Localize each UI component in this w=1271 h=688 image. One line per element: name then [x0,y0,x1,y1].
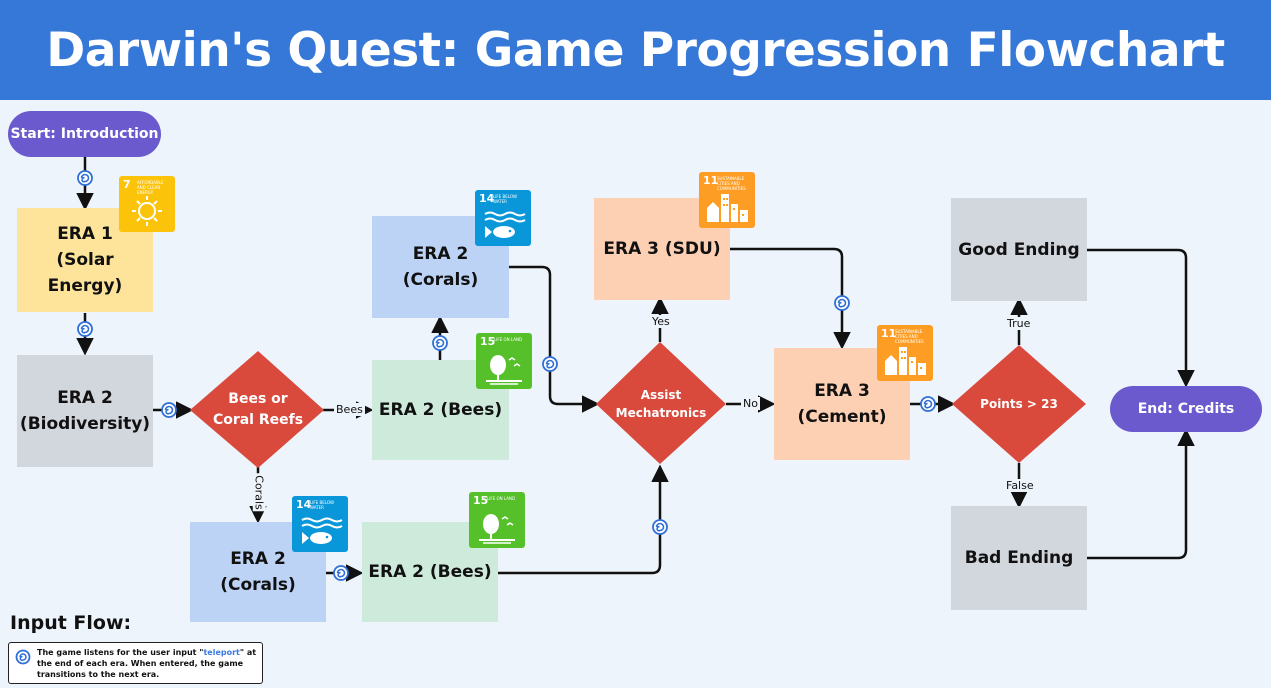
teleport-icon [432,335,448,351]
sdg-badge: 11 Sustainable cities and communities [877,325,933,381]
edge-label-true: True [1005,317,1033,330]
sdg-text: Affordable and clean energy [137,180,164,195]
teleport-icon [333,565,349,581]
sdg-text: Life below water [493,194,517,204]
era3-cement-subtitle: (Cement) [797,407,887,427]
decision-assist-shape [596,342,726,464]
teleport-icon [542,356,558,372]
edge-label-no: No [741,397,760,410]
good-ending-label: Good Ending [958,239,1080,260]
decision-assist-line1: Assist [640,388,682,402]
legend-title: Input Flow: [10,612,132,634]
start-label: Start: Introduction [10,126,159,142]
sdg-number: 15 [473,494,489,507]
sdg-number: 15 [480,335,496,348]
legend-keyword: teleport [203,648,240,657]
teleport-icon [77,321,93,337]
header-banner: Darwin's Quest: Game Progression Flowcha… [0,0,1271,100]
sdg-badge: 14 Life below water [292,496,348,552]
decision-assist-mechatronics: Assist Mechatronics [605,384,717,424]
edge-good-end [1087,248,1195,388]
teleport-icon [834,295,850,311]
era2-bio-title: ERA 2 [57,388,113,408]
sun-icon [132,196,162,226]
sdg-badge: 14 Life below water [475,190,531,246]
era2-corals-bottom-label: ERA 2 (Corals) [220,549,296,595]
legend-text-after: " at the end of each era. When entered, … [37,648,257,679]
sdg-text: Life below water [310,500,334,510]
legend-text-before: The game listens for the user input " [37,648,204,657]
teleport-icon [161,402,177,418]
sdg-badge: 15 Life on land [469,492,525,548]
sdg-number: 14 [479,192,495,205]
decision-bees-line1: Bees or [228,391,288,407]
flowchart-connectors [76,157,1195,582]
sdg-badge: 11 Sustainable cities and communities [699,172,755,228]
decision-bees-line2: Coral Reefs [212,412,304,428]
tree-icon [479,514,515,544]
decision-points-shape [952,345,1086,463]
good-ending-node: Good Ending [951,198,1087,301]
city-icon [707,194,748,222]
teleport-icon [77,170,93,186]
edge-corals-top-assist [509,265,600,413]
end-label: End: Credits [1137,401,1235,417]
decision-bees-or-corals-shape [190,351,324,468]
era3-cement-title: ERA 3 [814,381,870,401]
decision-points-label: Points > 23 [980,397,1058,411]
decision-points: Points > 23 [964,394,1074,414]
edge-bad-end [1087,428,1195,560]
teleport-icon [920,396,936,412]
sdg-badge: 15 Life on land [476,333,532,389]
era1-subtitle: (Solar Energy) [47,250,123,296]
teleport-icon [652,519,668,535]
legend-box: The game listens for the user input "tel… [8,642,263,684]
sdg-text: Life on land [494,337,523,342]
edge-label-false: False [1004,479,1036,492]
era2-corals-top-label: ERA 2 (Corals) [402,244,479,290]
sdg-number: 11 [703,174,719,187]
bad-ending-label: Bad Ending [964,548,1074,568]
era2-bees-mid-label: ERA 2 (Bees) [378,400,503,420]
sdg-number: 11 [881,327,897,340]
start-node: Start: Introduction [8,111,161,157]
end-node: End: Credits [1110,386,1262,432]
era2-biodiversity-node: ERA 2 (Biodiversity) [17,355,153,467]
edge-label-yes: Yes [650,315,672,328]
era3-sdu-label: ERA 3 (SDU) [603,239,721,259]
edge-bees-bottom-assist [498,464,669,575]
sdg-text: Sustainable cities and communities [895,329,924,344]
era2-bio-subtitle: (Biodiversity) [19,414,151,434]
legend-description: The game listens for the user input "tel… [37,647,259,680]
edge-sdu-cement [730,247,851,350]
flowchart-canvas: Start: Introduction ERA 1 (Solar Energy)… [0,100,1271,688]
era2-bees-bottom-label: ERA 2 (Bees) [368,562,492,582]
sdg-text: Life on land [487,496,516,501]
city-icon [885,347,926,375]
sdg-number: 7 [123,178,131,191]
decision-bees-or-corals: Bees or Coral Reefs [198,386,318,434]
fish-icon [484,211,526,238]
edge-label-bees: Bees [334,403,365,416]
decision-assist-line2: Mechatronics [615,406,707,420]
page-title: Darwin's Quest: Game Progression Flowcha… [46,22,1225,78]
bad-ending-node: Bad Ending [951,506,1087,610]
sdg-text: Sustainable cities and communities [717,176,746,191]
tree-icon [486,355,522,385]
sdg-badge: 7 Affordable and clean energy [119,176,175,232]
teleport-swirl-icon [15,649,31,665]
edge-label-corals: Corals [252,473,266,512]
era1-title: ERA 1 [57,224,113,244]
sdg-number: 14 [296,498,312,511]
fish-icon [301,517,343,544]
